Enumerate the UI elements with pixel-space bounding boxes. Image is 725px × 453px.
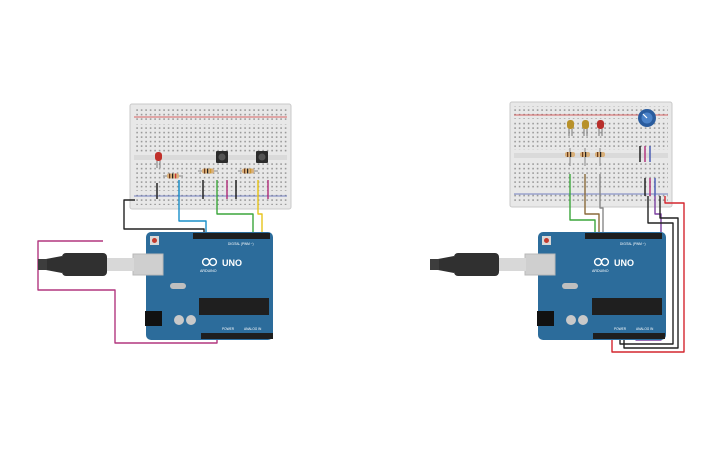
left-wires (37, 180, 263, 344)
right-wire-digital-a (569, 174, 596, 237)
left-wire-digital-c (257, 196, 263, 237)
right-potentiometer[interactable] (638, 109, 656, 127)
left-analog-label: ANALOG IN (244, 327, 262, 331)
right-resistor-2[interactable] (580, 148, 590, 166)
right-board-model: UNO (614, 258, 634, 268)
right-arduino-uno[interactable]: UNO ARDUINO DIGITAL (PWM ~) POWER ANALOG… (537, 232, 666, 340)
right-analog-label: ANALOG IN (636, 327, 654, 331)
left-pushbutton-1[interactable] (216, 151, 228, 163)
right-board-brand: ARDUINO (592, 269, 609, 273)
right-yellow-led-2[interactable] (582, 120, 589, 136)
left-arduino-uno[interactable]: UNO ARDUINO DIGITAL (PWM ~) POWER ANALOG… (145, 232, 273, 340)
right-digital-label: DIGITAL (PWM ~) (620, 242, 646, 246)
right-infinity-logo-icon (593, 257, 610, 267)
right-breadboard-jumpers (639, 146, 656, 196)
left-board-model: UNO (222, 258, 242, 268)
left-board-brand: ARDUINO (200, 269, 217, 273)
left-breadboard[interactable] (129, 103, 292, 210)
right-breadboard[interactable] (509, 101, 673, 208)
right-power-label: POWER (614, 327, 627, 331)
right-usb-cable (430, 253, 556, 276)
right-wire-ground-1 (619, 196, 674, 345)
right-resistor-1[interactable] (565, 148, 575, 166)
left-infinity-logo-icon (201, 257, 218, 267)
left-wire-power (37, 240, 218, 344)
left-resistor-2[interactable] (198, 168, 218, 174)
left-circuit: UNO ARDUINO DIGITAL (PWM ~) POWER ANALOG… (37, 103, 292, 344)
left-digital-label: DIGITAL (PWM ~) (228, 242, 254, 246)
left-pushbutton-2[interactable] (256, 151, 268, 163)
left-power-label: POWER (222, 327, 235, 331)
left-red-led[interactable] (155, 152, 162, 168)
left-resistor-1[interactable] (163, 173, 183, 179)
left-wire-digital-a (178, 196, 207, 237)
right-yellow-led-1[interactable] (567, 120, 574, 136)
right-red-led[interactable] (597, 120, 604, 136)
right-wire-digital-b (584, 174, 600, 237)
left-usb-cable (38, 253, 164, 276)
right-circuit: UNO ARDUINO DIGITAL (PWM ~) POWER ANALOG… (430, 101, 685, 353)
right-wire-power (611, 196, 685, 353)
right-wire-ground-2 (623, 196, 679, 349)
left-breadboard-jumpers (156, 180, 269, 199)
left-wire-digital-b (216, 180, 254, 237)
left-resistor-3[interactable] (238, 168, 258, 174)
right-resistor-3[interactable] (595, 148, 605, 166)
left-wire-ground (123, 199, 205, 237)
right-wire-digital-c (599, 174, 604, 237)
